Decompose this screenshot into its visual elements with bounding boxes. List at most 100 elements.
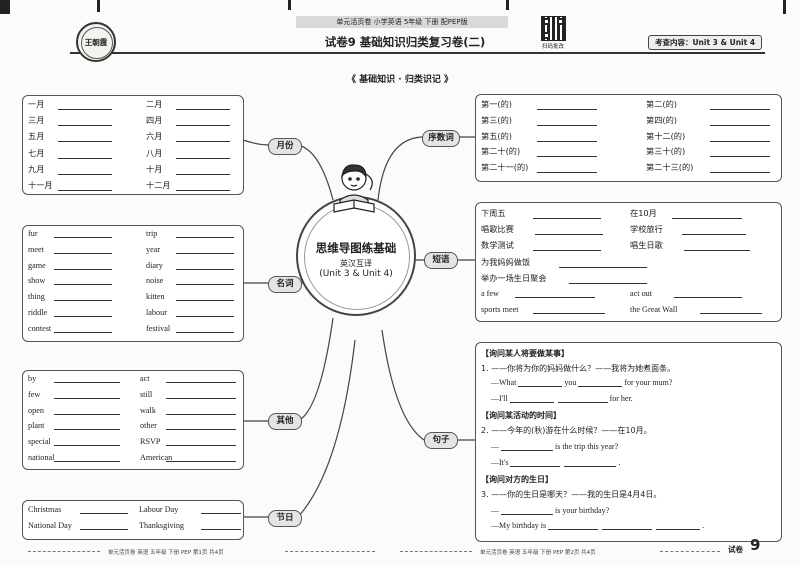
noun-item: year: [146, 245, 234, 254]
other-word-item: act: [140, 374, 236, 383]
ordinal-item-label: 第三(的): [481, 114, 533, 126]
answer-blank[interactable]: [510, 394, 554, 403]
answer-blank[interactable]: [80, 505, 128, 514]
answer-blank[interactable]: [672, 210, 742, 219]
answer-blank[interactable]: [501, 506, 553, 515]
answer-blank[interactable]: [558, 394, 608, 403]
answer-blank[interactable]: [201, 505, 241, 514]
other-word-item: few: [28, 390, 120, 399]
other-word-item-label: still: [140, 390, 162, 399]
answer-blank[interactable]: [548, 521, 598, 530]
month-item-label: 十月: [146, 163, 172, 175]
answer-blank[interactable]: [537, 133, 597, 142]
answer-blank[interactable]: [710, 133, 770, 142]
answer-blank[interactable]: [58, 101, 112, 110]
answer-blank[interactable]: [700, 305, 762, 314]
answer-blank[interactable]: [54, 406, 120, 415]
answer-blank[interactable]: [533, 242, 601, 251]
answer-blank[interactable]: [710, 148, 770, 157]
answer-blank[interactable]: [54, 261, 112, 270]
answer-blank[interactable]: [510, 458, 560, 467]
festival-item-label: National Day: [28, 521, 76, 530]
sentence-q1: 1. ——你将为你的妈妈做什么？——我将为她煮面条。: [481, 363, 675, 374]
answer-blank[interactable]: [54, 421, 120, 430]
answer-blank[interactable]: [58, 150, 112, 159]
answer-blank[interactable]: [176, 166, 230, 175]
center-subtitle: 英汉互译: [298, 258, 414, 269]
month-item-label: 一月: [28, 98, 54, 110]
answer-blank[interactable]: [564, 458, 616, 467]
month-item: 十二月: [146, 179, 230, 191]
answer-blank[interactable]: [602, 521, 652, 530]
answer-blank[interactable]: [54, 324, 112, 333]
phrase-item: 数学测试: [481, 239, 601, 251]
month-item: 四月: [146, 114, 230, 126]
answer-blank[interactable]: [54, 276, 112, 285]
phrase-item: act out: [630, 289, 742, 298]
answer-blank[interactable]: [54, 292, 112, 301]
answer-blank[interactable]: [710, 101, 770, 110]
answer-blank[interactable]: [710, 164, 770, 173]
answer-blank[interactable]: [54, 245, 112, 254]
answer-blank[interactable]: [533, 305, 605, 314]
answer-blank[interactable]: [176, 276, 234, 285]
phrase-item-label: 唱生日歌: [630, 239, 680, 251]
answer-blank[interactable]: [176, 261, 234, 270]
answer-blank[interactable]: [537, 148, 597, 157]
month-item: 八月: [146, 147, 230, 159]
answer-blank[interactable]: [166, 390, 236, 399]
ordinal-item-label: 第四(的): [646, 114, 706, 126]
answer-blank[interactable]: [58, 133, 112, 142]
answer-blank[interactable]: [54, 437, 120, 446]
answer-blank[interactable]: [54, 390, 120, 399]
answer-blank[interactable]: [166, 421, 236, 430]
other-word-item-label: national: [28, 453, 50, 462]
answer-blank[interactable]: [537, 117, 597, 126]
answer-blank[interactable]: [559, 259, 647, 268]
noun-item: riddle: [28, 308, 112, 317]
answer-blank[interactable]: [54, 308, 112, 317]
answer-blank[interactable]: [674, 289, 742, 298]
answer-blank[interactable]: [58, 182, 112, 191]
answer-blank[interactable]: [58, 166, 112, 175]
answer-blank[interactable]: [578, 378, 622, 387]
answer-blank[interactable]: [166, 437, 236, 446]
answer-blank[interactable]: [176, 292, 234, 301]
answer-blank[interactable]: [176, 308, 234, 317]
answer-blank[interactable]: [535, 226, 603, 235]
answer-blank[interactable]: [166, 406, 236, 415]
answer-blank[interactable]: [176, 133, 230, 142]
answer-blank[interactable]: [656, 521, 700, 530]
phrase-item-label: 学校旅行: [630, 223, 678, 235]
answer-blank[interactable]: [201, 521, 241, 530]
answer-blank[interactable]: [176, 324, 234, 333]
answer-blank[interactable]: [176, 150, 230, 159]
answer-blank[interactable]: [710, 117, 770, 126]
answer-blank[interactable]: [515, 289, 595, 298]
answer-blank[interactable]: [176, 245, 234, 254]
ordinal-item: 第三(的): [481, 114, 597, 126]
answer-blank[interactable]: [537, 101, 597, 110]
phrase-item-label: the Great Wall: [630, 305, 696, 314]
answer-blank[interactable]: [537, 164, 597, 173]
answer-blank[interactable]: [176, 117, 230, 126]
answer-blank[interactable]: [684, 242, 750, 251]
answer-blank[interactable]: [518, 378, 562, 387]
answer-blank[interactable]: [166, 453, 236, 462]
answer-blank[interactable]: [176, 229, 234, 238]
month-item: 九月: [28, 163, 112, 175]
answer-blank[interactable]: [682, 226, 746, 235]
answer-blank[interactable]: [54, 453, 120, 462]
answer-blank[interactable]: [58, 117, 112, 126]
answer-blank[interactable]: [54, 374, 120, 383]
answer-blank[interactable]: [176, 182, 230, 191]
center-units: (Unit 3 & Unit 4): [298, 269, 414, 279]
answer-blank[interactable]: [166, 374, 236, 383]
answer-blank[interactable]: [501, 442, 553, 451]
answer-blank[interactable]: [54, 229, 112, 238]
answer-blank[interactable]: [569, 275, 647, 284]
answer-blank[interactable]: [176, 101, 230, 110]
answer-blank[interactable]: [80, 521, 128, 530]
phrase-item-label: 举办一场生日聚会: [481, 272, 565, 284]
answer-blank[interactable]: [533, 210, 601, 219]
